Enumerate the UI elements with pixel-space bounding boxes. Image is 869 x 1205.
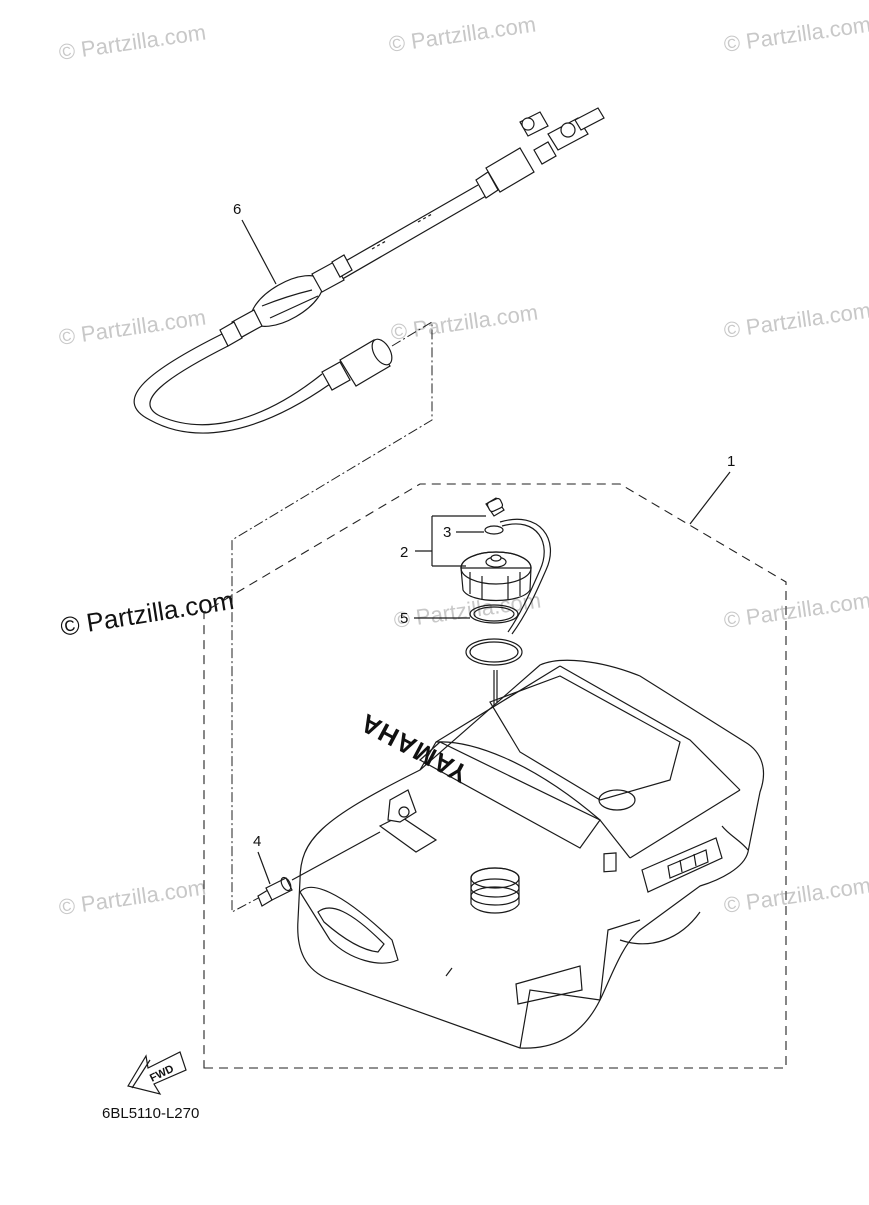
watermark: © Partzilla.com bbox=[389, 300, 539, 345]
watermark: © Partzilla.com bbox=[722, 298, 869, 343]
watermark-main: © Partzilla.com bbox=[58, 585, 236, 642]
watermark: © Partzilla.com bbox=[387, 12, 537, 57]
watermark: © Partzilla.com bbox=[57, 20, 207, 65]
watermark: © Partzilla.com bbox=[722, 588, 869, 633]
watermark: © Partzilla.com bbox=[57, 875, 207, 920]
callout-4: 4 bbox=[253, 833, 261, 850]
fuel-cap-assembly: 2 3 5 bbox=[400, 497, 551, 862]
watermark: © Partzilla.com bbox=[722, 12, 869, 57]
watermark: © Partzilla.com bbox=[57, 305, 207, 350]
forward-arrow-icon: FWD bbox=[127, 1051, 187, 1095]
fuel-hose-assembly: 6 bbox=[133, 107, 605, 913]
diagram-code: 6BL5110-L270 bbox=[102, 1105, 199, 1122]
callout-3: 3 bbox=[443, 524, 451, 541]
assembly-boundary bbox=[203, 483, 787, 1069]
fuel-tank: YAMAHA bbox=[257, 659, 765, 1049]
callout-5: 5 bbox=[400, 610, 408, 627]
callout-1: 1 bbox=[727, 453, 735, 470]
callout-6: 6 bbox=[233, 201, 241, 218]
callout-2: 2 bbox=[400, 544, 408, 561]
watermark: © Partzilla.com bbox=[722, 873, 869, 918]
